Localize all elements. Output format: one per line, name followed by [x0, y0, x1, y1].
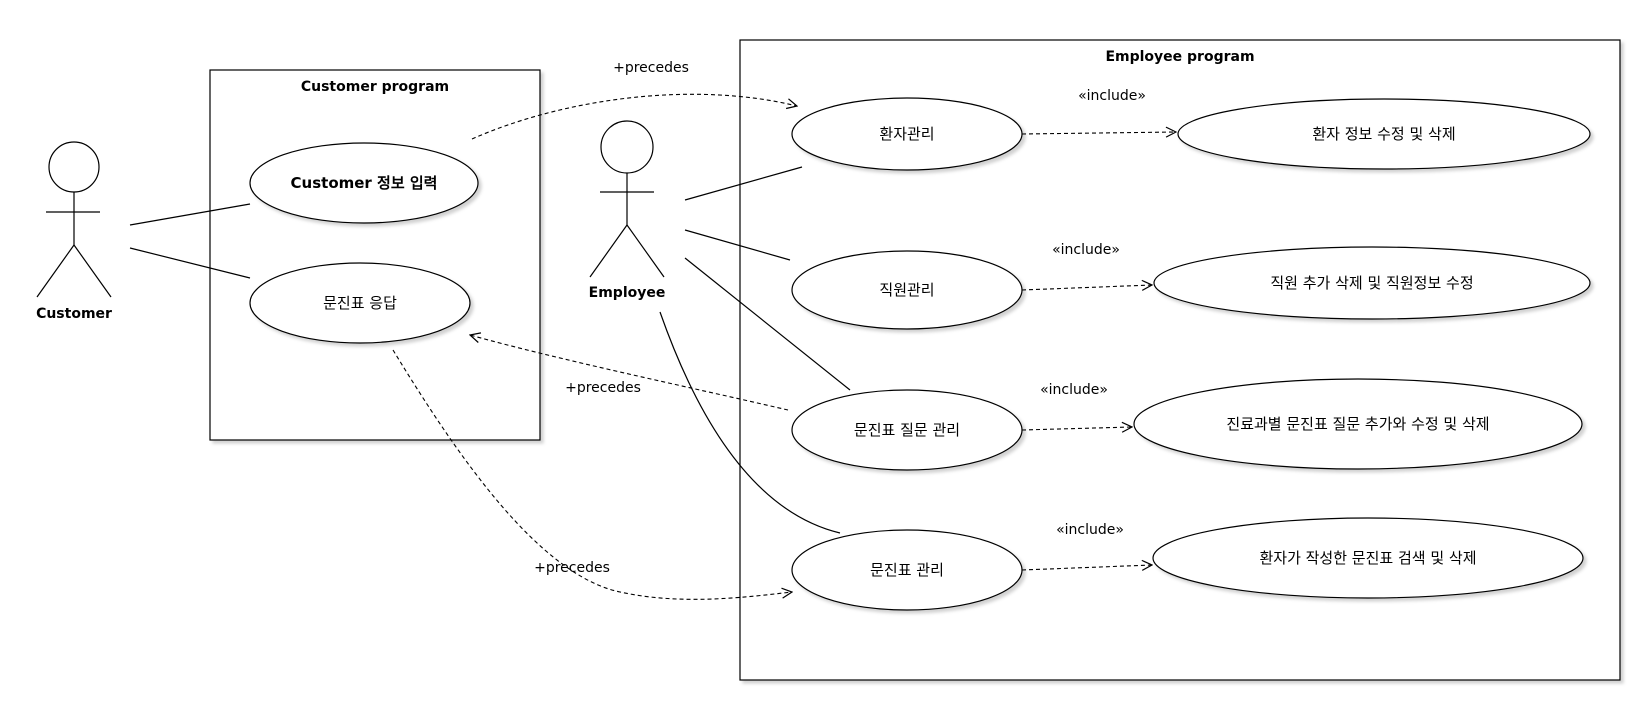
include-arrow-patient	[1021, 132, 1176, 134]
usecase-customer-info-input	[249, 142, 479, 224]
customer-actor-label: Customer	[36, 306, 112, 322]
usecase-questionnaire-mgmt-label: 문진표 관리	[870, 561, 944, 579]
include-label-question: «include»	[1040, 382, 1108, 398]
usecase-question-mgmt-label: 문진표 질문 관리	[854, 421, 960, 439]
include-label-questionnaire: «include»	[1056, 522, 1124, 538]
include-arrow-questionnaire	[1021, 565, 1152, 570]
customer-program-boundary	[209, 69, 541, 441]
include-label-staff: «include»	[1052, 242, 1120, 258]
usecase-customer-info-input-label: Customer 정보 입력	[291, 174, 438, 192]
usecase-questionnaire-response	[249, 262, 471, 344]
usecase-patient-questionnaire-search-delete-label: 환자가 작성한 문진표 검색 및 삭제	[1259, 549, 1476, 567]
usecase-staff-mgmt-label: 직원관리	[879, 281, 934, 299]
usecase-patient-edit-delete	[1177, 98, 1591, 170]
precedes-arrow-info-to-patient-mgmt	[471, 93, 797, 140]
precedes-label-middle: +precedes	[565, 380, 641, 396]
usecase-patient-mgmt-label: 환자관리	[879, 125, 934, 143]
include-label-patient: «include»	[1078, 88, 1146, 104]
assoc-employee-question-mgmt	[684, 257, 851, 391]
customer-actor	[36, 141, 112, 298]
include-arrow-staff	[1021, 285, 1152, 290]
employee-program-title: Employee program	[1105, 49, 1254, 65]
precedes-arrow-question-to-response	[470, 335, 789, 411]
assoc-employee-questionnaire-mgmt	[659, 311, 841, 534]
assoc-customer-questionnaire-response	[129, 247, 251, 279]
usecase-patient-edit-delete-label: 환자 정보 수정 및 삭제	[1312, 125, 1455, 143]
usecase-staff-add-delete-edit-label: 직원 추가 삭제 및 직원정보 수정	[1270, 274, 1473, 292]
assoc-customer-info-input	[129, 203, 251, 226]
include-arrow-question	[1021, 427, 1132, 430]
assoc-employee-patient-mgmt	[684, 166, 803, 201]
employee-actor	[589, 120, 665, 278]
usecase-patient-questionnaire-search-delete	[1152, 517, 1584, 599]
assoc-employee-staff-mgmt	[684, 229, 791, 261]
precedes-label-bottom: +precedes	[534, 560, 610, 576]
usecase-dept-question-crud-label: 진료과별 문진표 질문 추가와 수정 및 삭제	[1226, 415, 1489, 433]
employee-actor-label: Employee	[589, 285, 666, 301]
precedes-label-top: +precedes	[613, 60, 689, 76]
usecase-staff-add-delete-edit	[1153, 246, 1591, 320]
usecase-dept-question-crud	[1133, 378, 1583, 470]
customer-program-title: Customer program	[301, 79, 449, 95]
usecase-questionnaire-response-label: 문진표 응답	[323, 294, 397, 312]
precedes-arrow-response-to-questionnaire-mgmt	[392, 349, 792, 600]
